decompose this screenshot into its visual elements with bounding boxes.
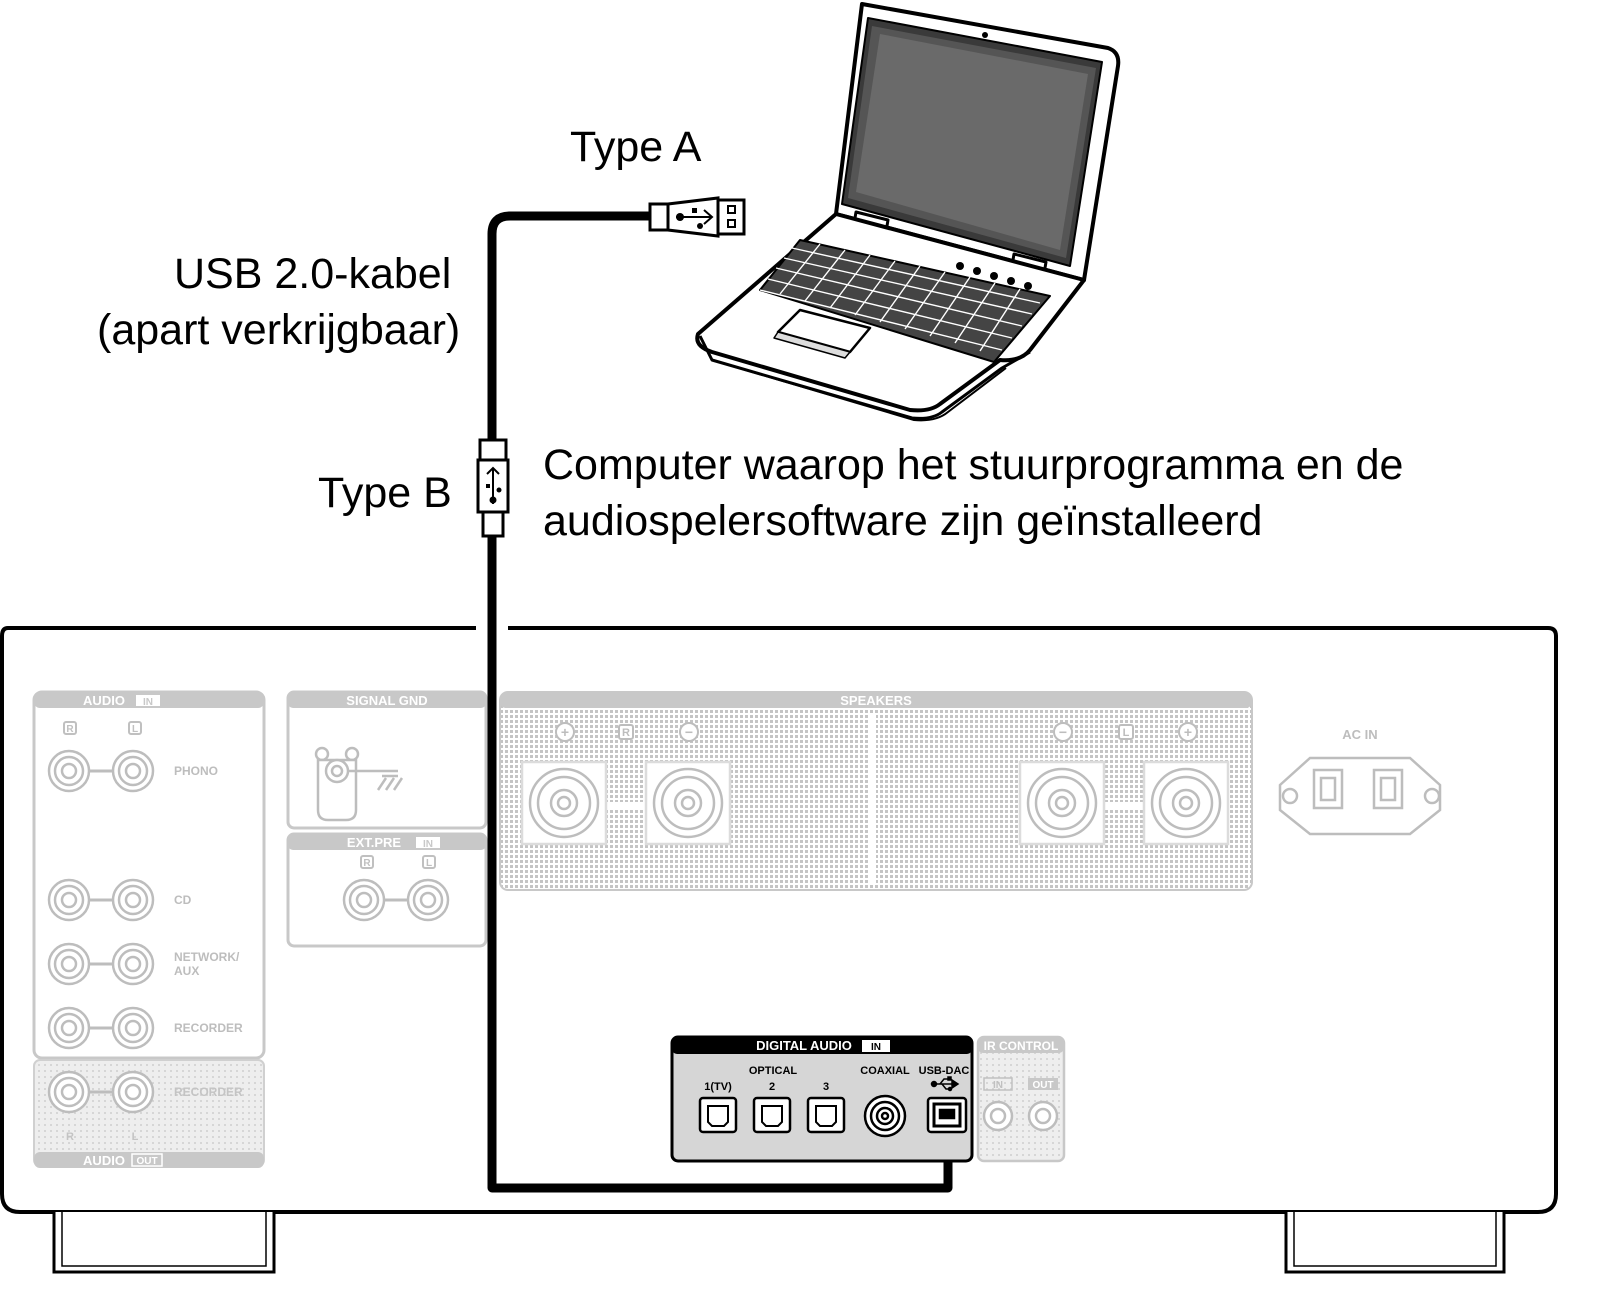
coaxial-label: COAXIAL <box>860 1065 910 1077</box>
audio-in-title: AUDIO <box>83 693 125 708</box>
optical-ports <box>698 1096 846 1134</box>
usb-symbol-icon <box>930 1076 960 1092</box>
cable-label-line1: USB 2.0-kabel <box>174 250 452 298</box>
cable-label-line2: (apart verkrijgbaar) <box>97 306 461 354</box>
speaker-l-minus: − <box>1059 724 1067 740</box>
speaker-terminal-labels <box>555 722 1198 742</box>
speakers-title: SPEAKERS <box>840 693 912 708</box>
usb-dac-port <box>926 1096 968 1134</box>
optical-3-label: 3 <box>823 1081 829 1093</box>
usb-type-a-plug-icon <box>648 196 746 238</box>
optical-label: OPTICAL <box>749 1065 798 1077</box>
speakers-section: SPEAKERS + R − − L + <box>499 691 1253 891</box>
ext-pre-l-label: L <box>426 858 432 869</box>
usb-dac-label: USB-DAC <box>919 1065 970 1077</box>
ac-in-section: AC IN <box>1278 727 1442 836</box>
ac-in-label: AC IN <box>1342 727 1377 742</box>
network-jacks <box>47 942 155 986</box>
usb-cable <box>487 211 953 1193</box>
ext-pre-r-label: R <box>363 858 371 869</box>
digital-audio-title: DIGITAL AUDIO <box>756 1038 852 1053</box>
network-label-1: NETWORK/ <box>174 950 240 964</box>
recorder-out-label: RECORDER <box>174 1085 243 1099</box>
phono-jacks <box>47 749 155 793</box>
speaker-l-plus: + <box>1184 724 1192 740</box>
ir-in-label: IN <box>993 1080 1003 1091</box>
speaker-binding-posts <box>520 760 1230 846</box>
coaxial-port <box>863 1094 907 1138</box>
ac-inlet-icon <box>1278 756 1442 836</box>
signal-gnd-section: SIGNAL GND <box>286 690 488 830</box>
audio-in-r-label: R <box>66 724 74 735</box>
laptop-icon <box>695 2 1121 422</box>
ir-control-title: IR CONTROL <box>984 1039 1059 1053</box>
audio-in-section: AUDIO IN R L PHONO CD NETWORK/ AUX RECOR… <box>32 690 266 1060</box>
computer-label-line1: Computer waarop het stuurprogramma en de <box>543 441 1404 489</box>
audio-out-badge: OUT <box>136 1156 157 1167</box>
network-label-2: AUX <box>174 964 199 978</box>
ir-jacks <box>982 1100 1059 1132</box>
digital-audio-in-section: DIGITAL AUDIO IN OPTICAL 1(TV) 2 3 COAXI… <box>670 1035 974 1163</box>
audio-in-badge: IN <box>143 697 153 708</box>
ext-pre-title: EXT.PRE <box>347 835 402 850</box>
cd-label: CD <box>174 893 192 907</box>
rca-jacks <box>47 749 155 1114</box>
cd-jacks <box>47 878 155 922</box>
ir-control-section: IR CONTROL IN OUT <box>976 1035 1066 1163</box>
computer-label-line2: audiospelersoftware zijn geïnstalleerd <box>543 497 1263 545</box>
optical-2-label: 2 <box>769 1081 775 1093</box>
speaker-r-minus: − <box>685 724 693 740</box>
phono-label: PHONO <box>174 764 218 778</box>
ext-pre-badge: IN <box>423 839 433 850</box>
type-b-label: Type B <box>318 469 452 517</box>
digital-audio-badge: IN <box>871 1042 881 1053</box>
optical-1-label: 1(TV) <box>704 1081 732 1093</box>
type-a-label: Type A <box>570 123 702 171</box>
audio-out-r-label: R <box>66 1131 74 1143</box>
ground-terminal-icon <box>314 746 404 822</box>
audio-out-section: AUDIO OUT RECORDER R L <box>33 1059 265 1168</box>
recorder-out-jacks <box>47 1070 155 1114</box>
signal-gnd-title: SIGNAL GND <box>346 693 427 708</box>
audio-in-l-label: L <box>132 724 138 735</box>
amplifier-rear-panel <box>0 626 1558 1274</box>
speaker-l-label: L <box>1123 727 1130 739</box>
ext-pre-section: EXT.PRE IN R L <box>286 832 488 948</box>
speaker-r-plus: + <box>561 724 569 740</box>
ir-out-label: OUT <box>1032 1080 1053 1091</box>
recorder-in-label: RECORDER <box>174 1021 243 1035</box>
audio-out-l-label: L <box>132 1131 139 1143</box>
usb-type-b-plug-icon <box>476 438 510 538</box>
ext-pre-jacks <box>342 878 450 922</box>
audio-out-title: AUDIO <box>83 1153 125 1168</box>
speaker-r-label: R <box>622 727 630 739</box>
recorder-in-jacks <box>47 1006 155 1050</box>
